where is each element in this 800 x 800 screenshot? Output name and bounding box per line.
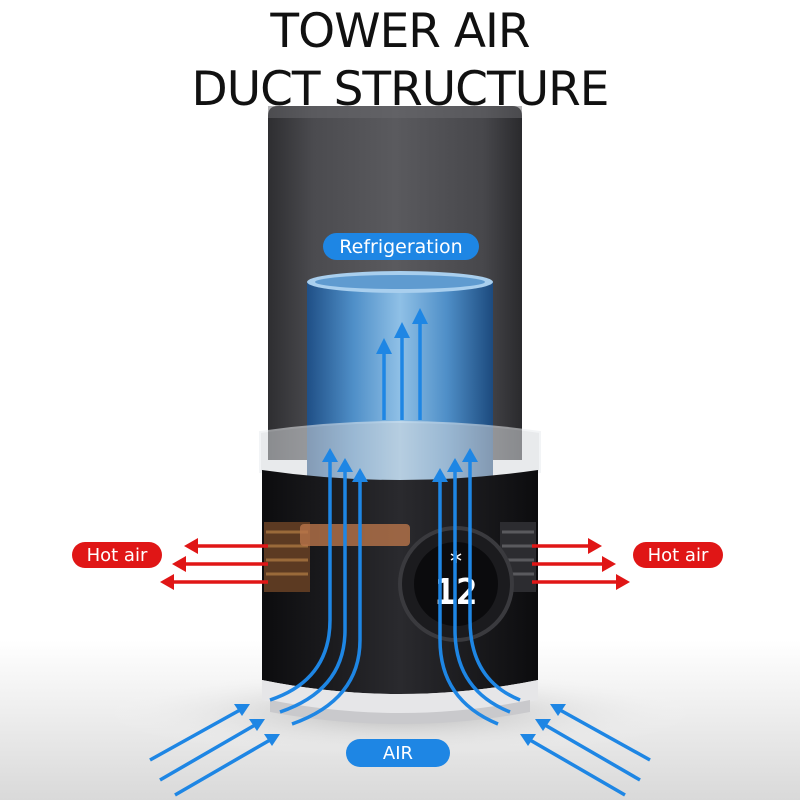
copper-coil <box>300 524 410 546</box>
air-label: AIR <box>346 739 450 767</box>
cold-air-up-heads <box>376 308 428 354</box>
hot-air-right-arrows <box>532 544 618 584</box>
air-intake-left <box>149 708 271 797</box>
hot-air-left-arrows <box>172 544 268 584</box>
cold-air-up <box>382 322 422 420</box>
air-intake-right <box>529 708 651 797</box>
left-vent <box>264 522 310 592</box>
air-intake-left-heads <box>234 704 280 746</box>
clear-collar <box>259 421 541 483</box>
title-line-2: DUCT STRUCTURE <box>191 62 610 117</box>
refrigeration-label: Refrigeration <box>323 233 479 260</box>
air-flow-left <box>269 460 362 726</box>
hot-air-right-heads <box>588 538 630 590</box>
hot-air-label-left: Hot air <box>72 542 162 568</box>
air-flow-left-heads <box>322 448 368 482</box>
base-foot <box>270 700 530 724</box>
hot-air-left-heads <box>160 538 198 590</box>
air-flow-right <box>438 460 521 726</box>
air-flow-right-heads <box>432 448 478 482</box>
title-line-1: TOWER AIR <box>270 4 530 59</box>
cylinder-opening <box>315 275 485 289</box>
air-intake-right-heads <box>520 704 566 746</box>
tank-rim <box>268 106 522 118</box>
hot-air-label-right: Hot air <box>633 542 723 568</box>
